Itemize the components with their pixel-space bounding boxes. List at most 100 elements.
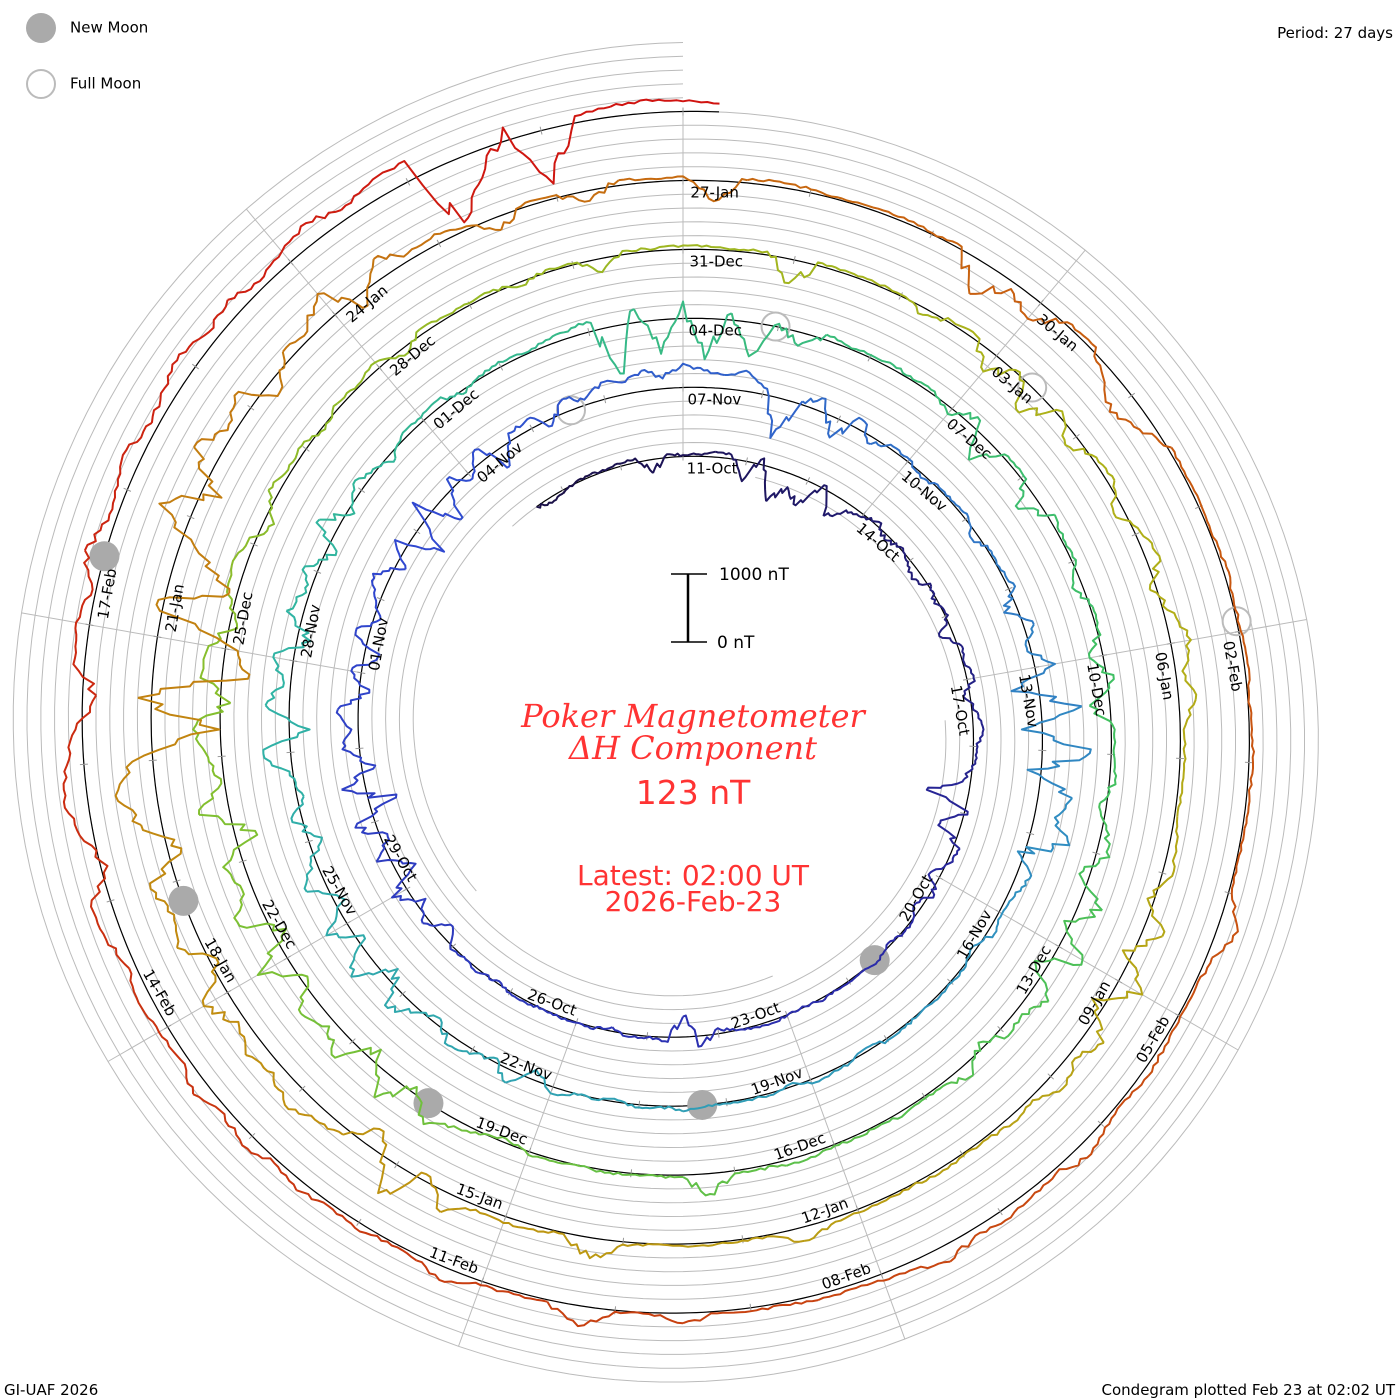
day-tick: [1004, 586, 1013, 592]
trace-segment: [342, 1127, 442, 1213]
trace-segment: [1055, 1075, 1149, 1175]
trace-segment: [724, 369, 804, 439]
day-tick: [223, 990, 232, 995]
day-tick: [845, 977, 852, 985]
trace-segment: [562, 1233, 684, 1260]
grid-spiral: [67, 97, 1264, 1328]
date-label: 21-Jan: [162, 583, 188, 634]
new-moon-legend-label: New Moon: [70, 19, 148, 37]
day-tick: [304, 839, 313, 844]
day-tick: [469, 1045, 476, 1054]
trace-segment: [505, 1068, 596, 1101]
day-tick: [248, 1132, 256, 1140]
trace-segment: [1018, 407, 1116, 481]
trace-segment: [199, 592, 239, 704]
trace-segment: [267, 402, 338, 491]
day-tick: [106, 899, 115, 903]
day-tick: [1128, 392, 1136, 399]
trace-segment: [1176, 699, 1197, 817]
trace-segment: [1225, 566, 1251, 697]
trace-segment: [114, 696, 221, 826]
day-tick: [1026, 831, 1035, 836]
day-tick: [962, 678, 971, 681]
trace-segment: [542, 1008, 613, 1031]
day-tick: [85, 623, 94, 627]
trace-segment: [1078, 802, 1111, 911]
day-tick: [507, 988, 514, 996]
scale-bar: 1000 nT 0 nT: [671, 565, 789, 653]
trace-segment: [822, 509, 886, 540]
day-tick: [949, 405, 956, 413]
period-label: Period: 27 days: [1277, 24, 1393, 42]
day-tick: [376, 364, 383, 372]
day-tick: [1092, 851, 1101, 855]
trace-segment: [394, 501, 461, 570]
trace-segment: [1211, 828, 1246, 959]
trace-segment: [919, 945, 975, 1014]
scale-top-label: 1000 nT: [719, 565, 789, 585]
day-tick: [929, 230, 934, 239]
day-tick: [465, 470, 472, 477]
day-tick: [935, 875, 944, 880]
trace-segment: [876, 902, 917, 963]
day-tick: [1114, 978, 1123, 984]
trace-segment: [626, 244, 740, 253]
trace-segment: [506, 398, 564, 467]
trace-segment: [1033, 908, 1103, 1002]
trace-segment: [801, 397, 871, 446]
trace-segment: [1091, 343, 1172, 449]
trace-segment: [1146, 816, 1179, 937]
trace-segment: [969, 285, 1093, 345]
day-tick: [420, 417, 427, 424]
trace-segment: [440, 1207, 564, 1235]
trace-segment: [753, 1000, 820, 1029]
trace-segment: [290, 795, 323, 893]
trace-segment: [973, 878, 1030, 947]
latest-date: 2026-Feb-23: [605, 885, 782, 918]
day-tick: [717, 1029, 720, 1038]
date-label: 08-Feb: [819, 1259, 873, 1293]
day-tick: [503, 1212, 508, 1221]
date-label: 25-Dec: [230, 590, 257, 646]
trace-segment: [562, 370, 642, 403]
trace-segment: [618, 175, 748, 203]
trace-segment: [1053, 514, 1094, 608]
day-tick: [993, 352, 1000, 360]
day-tick: [539, 126, 543, 135]
day-tick: [1047, 1073, 1054, 1080]
trace-segment: [478, 972, 543, 1010]
day-tick: [745, 457, 748, 466]
trace-segment: [340, 160, 484, 224]
trace-segment: [611, 1016, 684, 1043]
trace-segment: [419, 284, 522, 331]
trace-segment: [963, 712, 985, 780]
date-label: 28-Nov: [297, 603, 324, 659]
day-tick: [238, 859, 247, 863]
grid-spokes: [21, 111, 1307, 1347]
trace-segment: [521, 249, 628, 287]
trace-segment: [198, 813, 259, 923]
trace-segment: [376, 859, 427, 924]
trace-segment: [319, 457, 397, 521]
trace-segment: [158, 446, 231, 594]
trace-segment: [849, 1011, 922, 1064]
day-tick: [302, 446, 310, 452]
data-traces: [62, 98, 1255, 1328]
trace-segment: [227, 209, 342, 301]
trace-segment: [1088, 606, 1115, 707]
trace-segment: [479, 1132, 580, 1168]
date-label: 19-Nov: [749, 1064, 806, 1099]
day-tick: [997, 1208, 1003, 1216]
trace-segment: [911, 1122, 1014, 1187]
trace-segment: [929, 585, 963, 647]
day-tick: [805, 477, 811, 485]
trace-segment: [1110, 480, 1162, 590]
day-tick: [164, 1024, 172, 1030]
trace-segment: [373, 1085, 481, 1136]
day-tick: [587, 328, 591, 337]
date-label: 29-Oct: [380, 832, 421, 885]
trace-segment: [341, 788, 398, 863]
trace-segment: [786, 1123, 882, 1167]
trace-segment: [595, 1097, 684, 1113]
